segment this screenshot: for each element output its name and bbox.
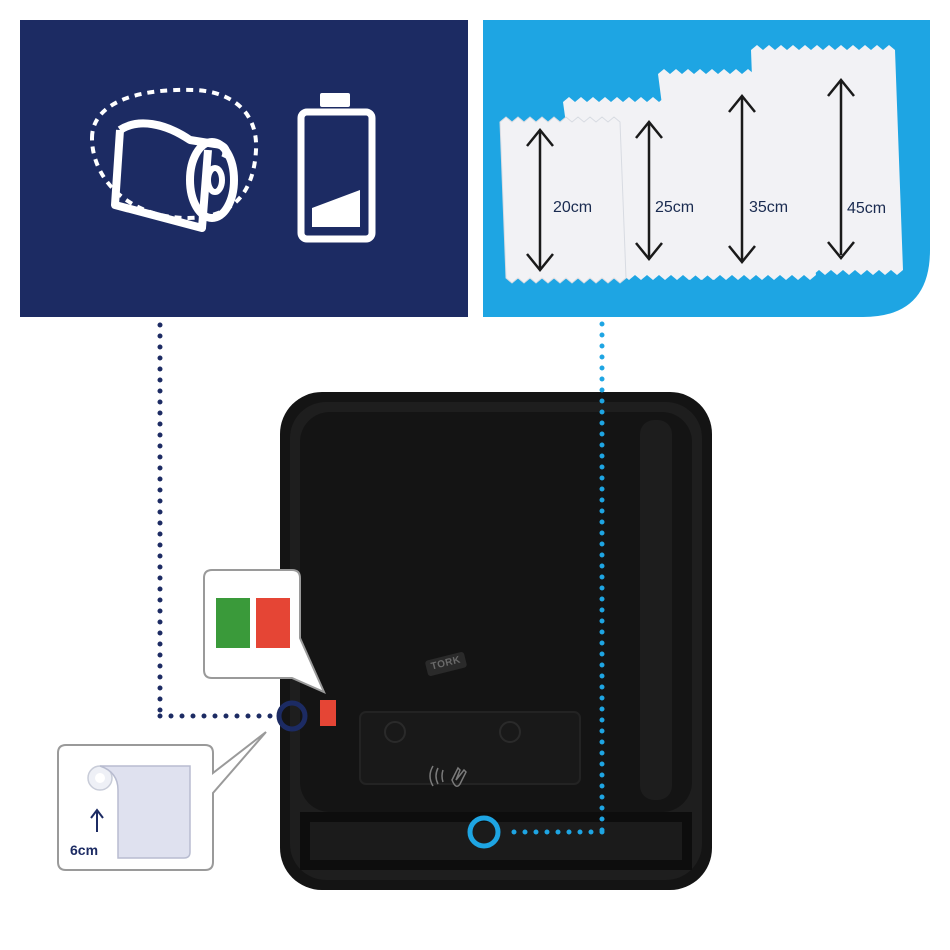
red-indicator xyxy=(256,598,290,648)
battery-low-icon xyxy=(297,93,376,243)
status-ring-marker xyxy=(276,700,308,732)
arrow-up-icon xyxy=(90,808,104,832)
small-roll-icon xyxy=(87,765,191,859)
green-indicator xyxy=(216,598,250,648)
low-roll-callout xyxy=(57,731,267,871)
dispenser-body xyxy=(280,392,712,890)
red-status-light xyxy=(320,700,336,726)
indicator-callout xyxy=(203,569,326,694)
sheet-label-45cm: 45cm xyxy=(847,200,887,217)
sheet-length-connector-line xyxy=(507,321,605,835)
status-connector-line xyxy=(157,322,283,719)
sheet-length-ring-marker xyxy=(467,815,501,849)
sheet-length-panel: 20cm 25cm 35cm 45cm xyxy=(483,20,930,317)
sheet-label-25cm: 25cm xyxy=(655,199,695,216)
sheet-label-20cm: 20cm xyxy=(553,199,593,216)
sheet-label-35cm: 35cm xyxy=(749,199,789,216)
sensor-hand-icon xyxy=(429,765,467,787)
low-roll-label: 6cm xyxy=(70,842,99,858)
status-panel xyxy=(20,20,468,317)
paper-roll-icon xyxy=(89,87,259,232)
sheet-20cm xyxy=(499,116,627,284)
